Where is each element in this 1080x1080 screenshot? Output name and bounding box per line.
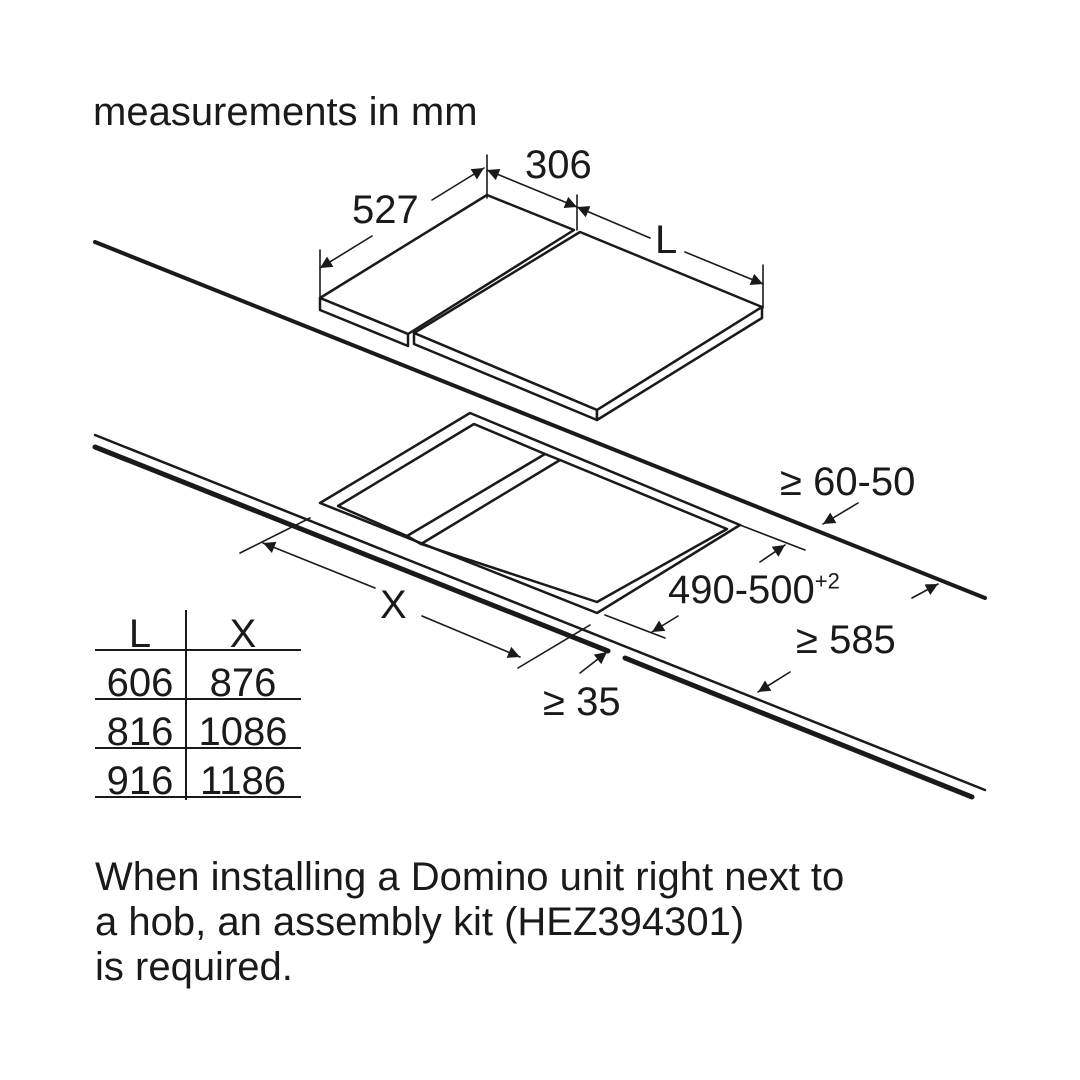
dim-X-line-a bbox=[262, 541, 376, 589]
dim-L-line-b bbox=[684, 251, 764, 285]
table-divider bbox=[95, 649, 301, 651]
table-cell: 606 bbox=[106, 661, 174, 705]
dim-X-line-b bbox=[421, 615, 521, 658]
size-table: L X 606 876 816 1086 916 1186 bbox=[95, 610, 301, 806]
dim-585-line-b bbox=[757, 671, 791, 693]
table-cell: 916 bbox=[106, 759, 174, 803]
dim-585-line-a bbox=[911, 583, 939, 599]
hob-unit bbox=[412, 230, 764, 422]
dimension-lines bbox=[262, 167, 939, 693]
note-line: a hob, an assembly kit (HEZ394301) bbox=[95, 900, 745, 944]
table-cell: 816 bbox=[106, 710, 174, 754]
dim-L-line-a bbox=[576, 206, 651, 239]
table-cell: 1186 bbox=[199, 759, 286, 803]
dim-label-527: 527 bbox=[352, 188, 419, 232]
table-row: 916 1186 bbox=[95, 757, 301, 806]
dim-60-line bbox=[822, 502, 859, 525]
page-title: measurements in mm bbox=[93, 90, 478, 134]
worktop-front-edge-lower bbox=[92, 444, 611, 654]
table-row: 816 1086 bbox=[95, 708, 301, 757]
note-line: is required. bbox=[95, 945, 293, 989]
dim-490-value: 490-500 bbox=[668, 568, 815, 612]
dim-label-490-500: 490-500+2 bbox=[668, 570, 840, 610]
table-header-row: L X bbox=[95, 610, 301, 659]
table-divider bbox=[95, 796, 301, 798]
domino-unit bbox=[318, 193, 576, 348]
installation-note: When installing a Domino unit right next… bbox=[95, 855, 844, 990]
dim-label-306: 306 bbox=[525, 143, 592, 187]
dim-490-line-b bbox=[651, 615, 679, 633]
table-row: 606 876 bbox=[95, 659, 301, 708]
dim-label-L: L bbox=[655, 218, 678, 262]
dim-label-X: X bbox=[380, 583, 407, 627]
table-cell: 876 bbox=[209, 661, 277, 705]
worktop-front-edge-upper bbox=[93, 433, 987, 792]
dim-label-60-50: ≥ 60-50 bbox=[780, 460, 916, 504]
dim-306-line bbox=[486, 169, 578, 208]
dim-label-35: ≥ 35 bbox=[543, 680, 621, 724]
worktop-rear-edge bbox=[93, 240, 987, 600]
dim-527-line-a bbox=[319, 235, 373, 269]
dim-490-tolerance: +2 bbox=[814, 568, 840, 594]
table-divider bbox=[95, 747, 301, 749]
table-divider bbox=[95, 698, 301, 700]
note-line: When installing a Domino unit right next… bbox=[95, 855, 845, 899]
table-header-X: X bbox=[229, 612, 257, 656]
dim-527-line-b bbox=[431, 167, 485, 201]
table-divider-vertical bbox=[185, 610, 187, 800]
dim-490-line-a bbox=[759, 544, 786, 563]
table-cell: 1086 bbox=[198, 710, 288, 754]
dim-label-585: ≥ 585 bbox=[796, 618, 896, 662]
table-header-L: L bbox=[128, 612, 152, 656]
worktop-front-edge-lower-2 bbox=[622, 655, 975, 800]
dim-35-line bbox=[579, 651, 608, 674]
